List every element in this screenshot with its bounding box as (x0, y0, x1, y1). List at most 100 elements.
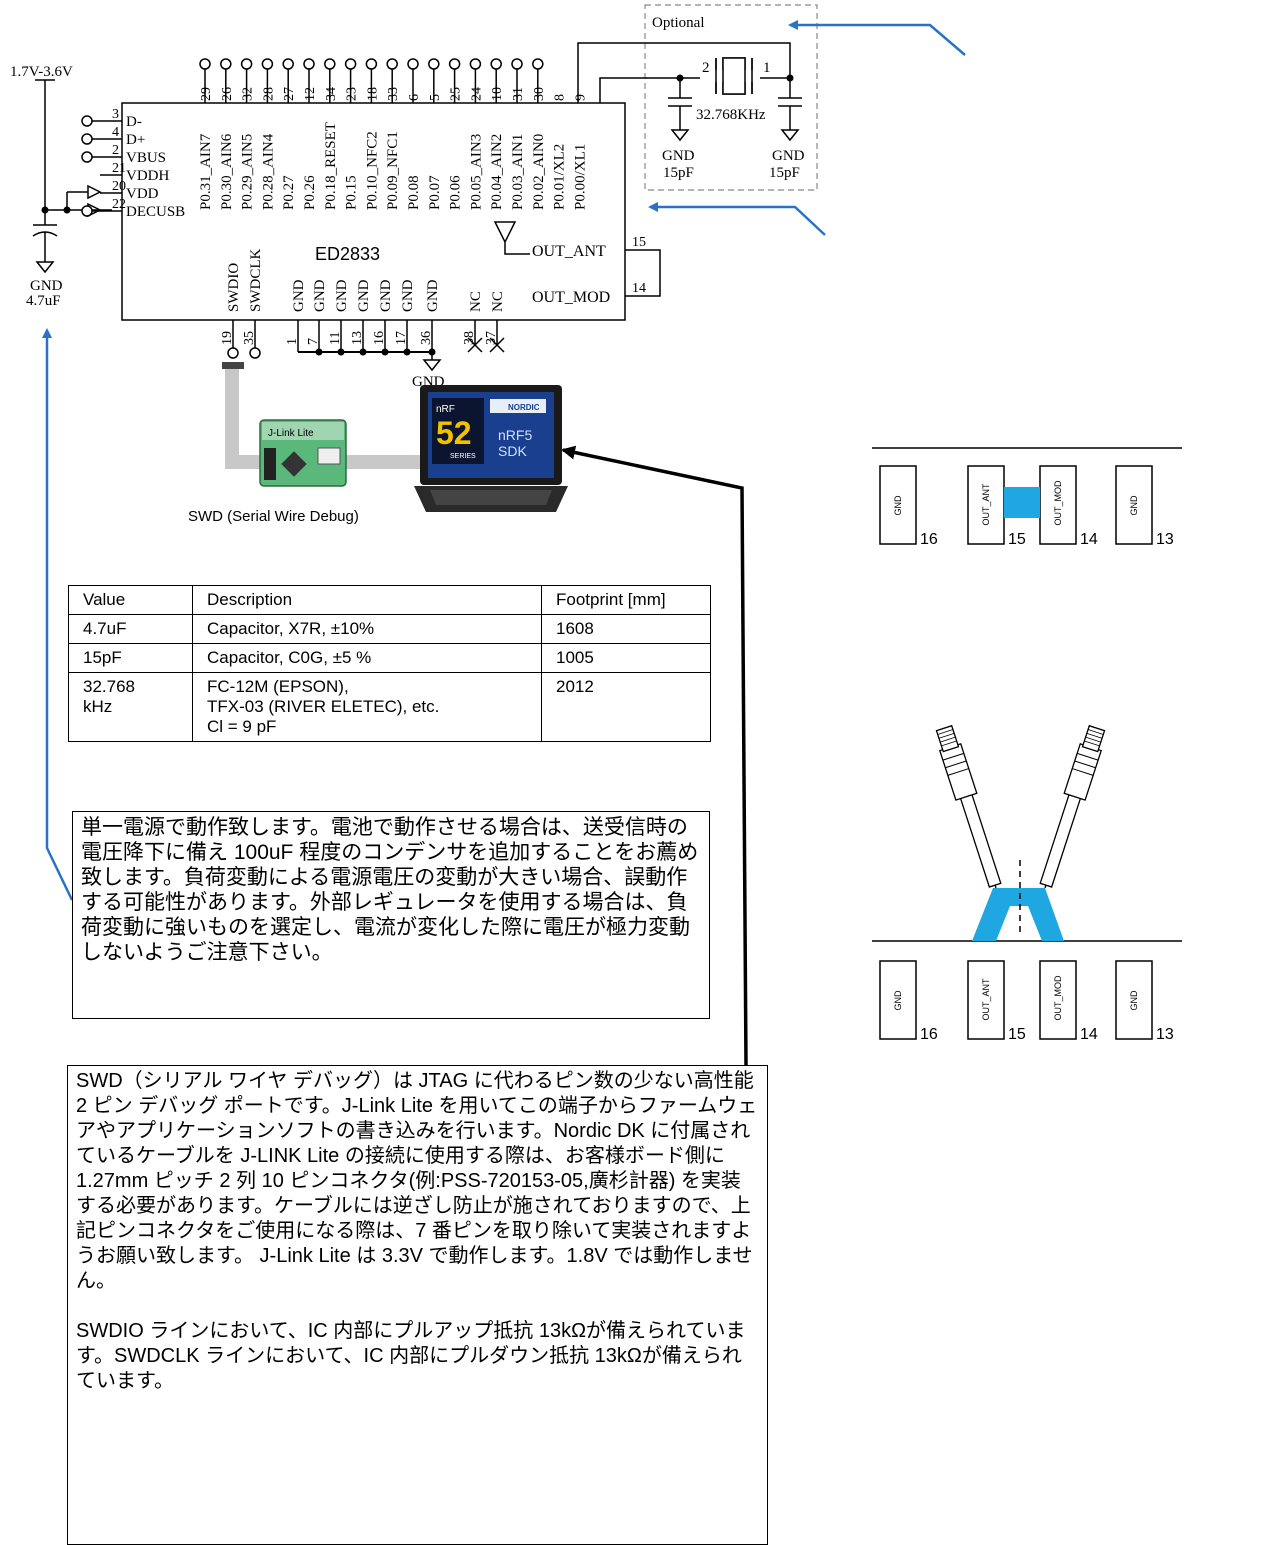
pin-number: 38 (462, 331, 477, 345)
pin-number: 4 (112, 125, 119, 140)
pin-terminal (324, 58, 336, 70)
pin-terminal (81, 205, 93, 217)
pin-terminal (220, 58, 232, 70)
pin-terminal (386, 58, 398, 70)
pin-name: P0.10_NFC2 (364, 131, 380, 210)
pin-name: SWDIO (226, 263, 242, 312)
pin-terminal (261, 58, 274, 70)
pad-link-top (1004, 487, 1040, 518)
cell-value: 4.7uF (68, 614, 193, 644)
pin-terminal (240, 58, 253, 70)
pin-name: P0.27 (281, 175, 297, 210)
optional-label: Optional (652, 15, 705, 31)
pin-name: P0.00/XL1 (572, 144, 588, 210)
pin-number: 34 (324, 87, 339, 101)
pin-terminal (227, 347, 239, 359)
parts-table: Value Description Footprint [mm] 4.7uF C… (68, 585, 711, 742)
parts-table-header: Value Description Footprint [mm] (68, 585, 711, 615)
pin-terminal (199, 58, 211, 70)
swd-cable (222, 362, 425, 469)
pin-name: P0.04_AIN2 (489, 134, 505, 210)
pin-number: 28 (261, 87, 276, 101)
pin-number: 20 (112, 179, 126, 194)
pin-number: 22 (112, 197, 126, 212)
jlink-label: J-Link Lite (268, 428, 314, 439)
pin-number: 32 (241, 87, 256, 101)
pad-number: 15 (1008, 1026, 1026, 1043)
pad (879, 960, 917, 1040)
crystal-cap-left: 15pF (663, 165, 694, 181)
supply-gnd-label: GND (30, 278, 63, 294)
table-row: 15pF Capacitor, C0G, ±5 % 1005 (68, 643, 711, 673)
pin-number: 33 (386, 87, 401, 101)
pin-name: GND (378, 279, 394, 312)
pad-label: OUT_MOD (1053, 480, 1063, 526)
ic-name: ED2833 (315, 244, 380, 264)
pin-number: 9 (573, 94, 588, 101)
pin-number: 5 (428, 94, 443, 101)
pin-number: 3 (112, 107, 119, 122)
pin-number: 1 (285, 338, 300, 345)
arrow-crystal-pins (648, 202, 826, 236)
header-description: Description (192, 585, 542, 615)
pad-number: 13 (1156, 531, 1174, 548)
cell-description: Capacitor, X7R, ±10% (192, 614, 542, 644)
supply-cap-label: 4.7uF (26, 293, 61, 309)
pin-number: 23 (345, 87, 360, 101)
pin-terminal (344, 58, 357, 70)
pad-number: 16 (920, 531, 938, 548)
pin-number: 18 (365, 87, 380, 101)
pin-number: 35 (242, 331, 257, 345)
pad-label: OUT_ANT (981, 483, 991, 526)
supply-voltage-label: 1.7V-3.6V (10, 64, 73, 80)
pin-number: 14 (632, 281, 646, 296)
pad-label: GND (893, 990, 903, 1011)
pin-number: 16 (372, 331, 387, 345)
pin-number: 12 (303, 87, 318, 101)
swd-caption: SWD (Serial Wire Debug) (188, 508, 359, 525)
pin-name: P0.18_RESET (323, 122, 339, 210)
pin-name: VBUS (126, 150, 166, 166)
pin-name: VDDH (126, 168, 169, 184)
pad-number: 14 (1080, 531, 1098, 548)
pin-terminal (249, 347, 261, 359)
pin-terminal (428, 58, 440, 70)
pin-number: 29 (199, 87, 214, 101)
pin-number: 10 (490, 87, 505, 101)
arrow-crystal-note (788, 20, 966, 56)
pin-terminal (365, 58, 378, 70)
pin-name: D- (126, 114, 142, 130)
cell-value: 32.768 kHz (68, 672, 193, 742)
pad-label: GND (1129, 990, 1139, 1011)
pin-name: P0.28_AIN4 (260, 133, 276, 210)
pin-number: 13 (350, 331, 365, 345)
pin-name: D+ (126, 132, 145, 148)
pin-number: 19 (220, 331, 235, 345)
arrow-power-note (42, 328, 74, 901)
pin-name: P0.29_AIN5 (240, 134, 256, 210)
pin-name: GND (334, 279, 350, 312)
cell-footprint: 1608 (541, 614, 711, 644)
pin-name: GND (400, 279, 416, 312)
crystal-freq: 32.768KHz (696, 107, 766, 123)
pin-terminal (469, 58, 482, 70)
bottom-pins: SWDIO19SWDCLK35GND1GND7GND11GND13GND16GN… (220, 249, 506, 359)
pin-terminal (490, 58, 502, 70)
pin-name: P0.08 (406, 175, 422, 210)
power-note-text: 単一電源で動作致します。電池で動作させる場合は、送受信時の電圧降下に備え 100… (81, 816, 699, 964)
pin-terminal (81, 133, 93, 145)
cell-footprint: 1005 (541, 643, 711, 673)
pin-number: 30 (532, 87, 547, 101)
pad-label: GND (893, 495, 903, 516)
pin-name: GND (291, 279, 307, 312)
arrow-swd-note (561, 445, 748, 1066)
laptop-nrf: nRF (436, 404, 455, 415)
pad-number: 13 (1156, 1026, 1174, 1043)
ic-body (121, 102, 626, 321)
pin-name: OUT_MOD (532, 289, 610, 306)
pin-terminal (282, 58, 294, 70)
